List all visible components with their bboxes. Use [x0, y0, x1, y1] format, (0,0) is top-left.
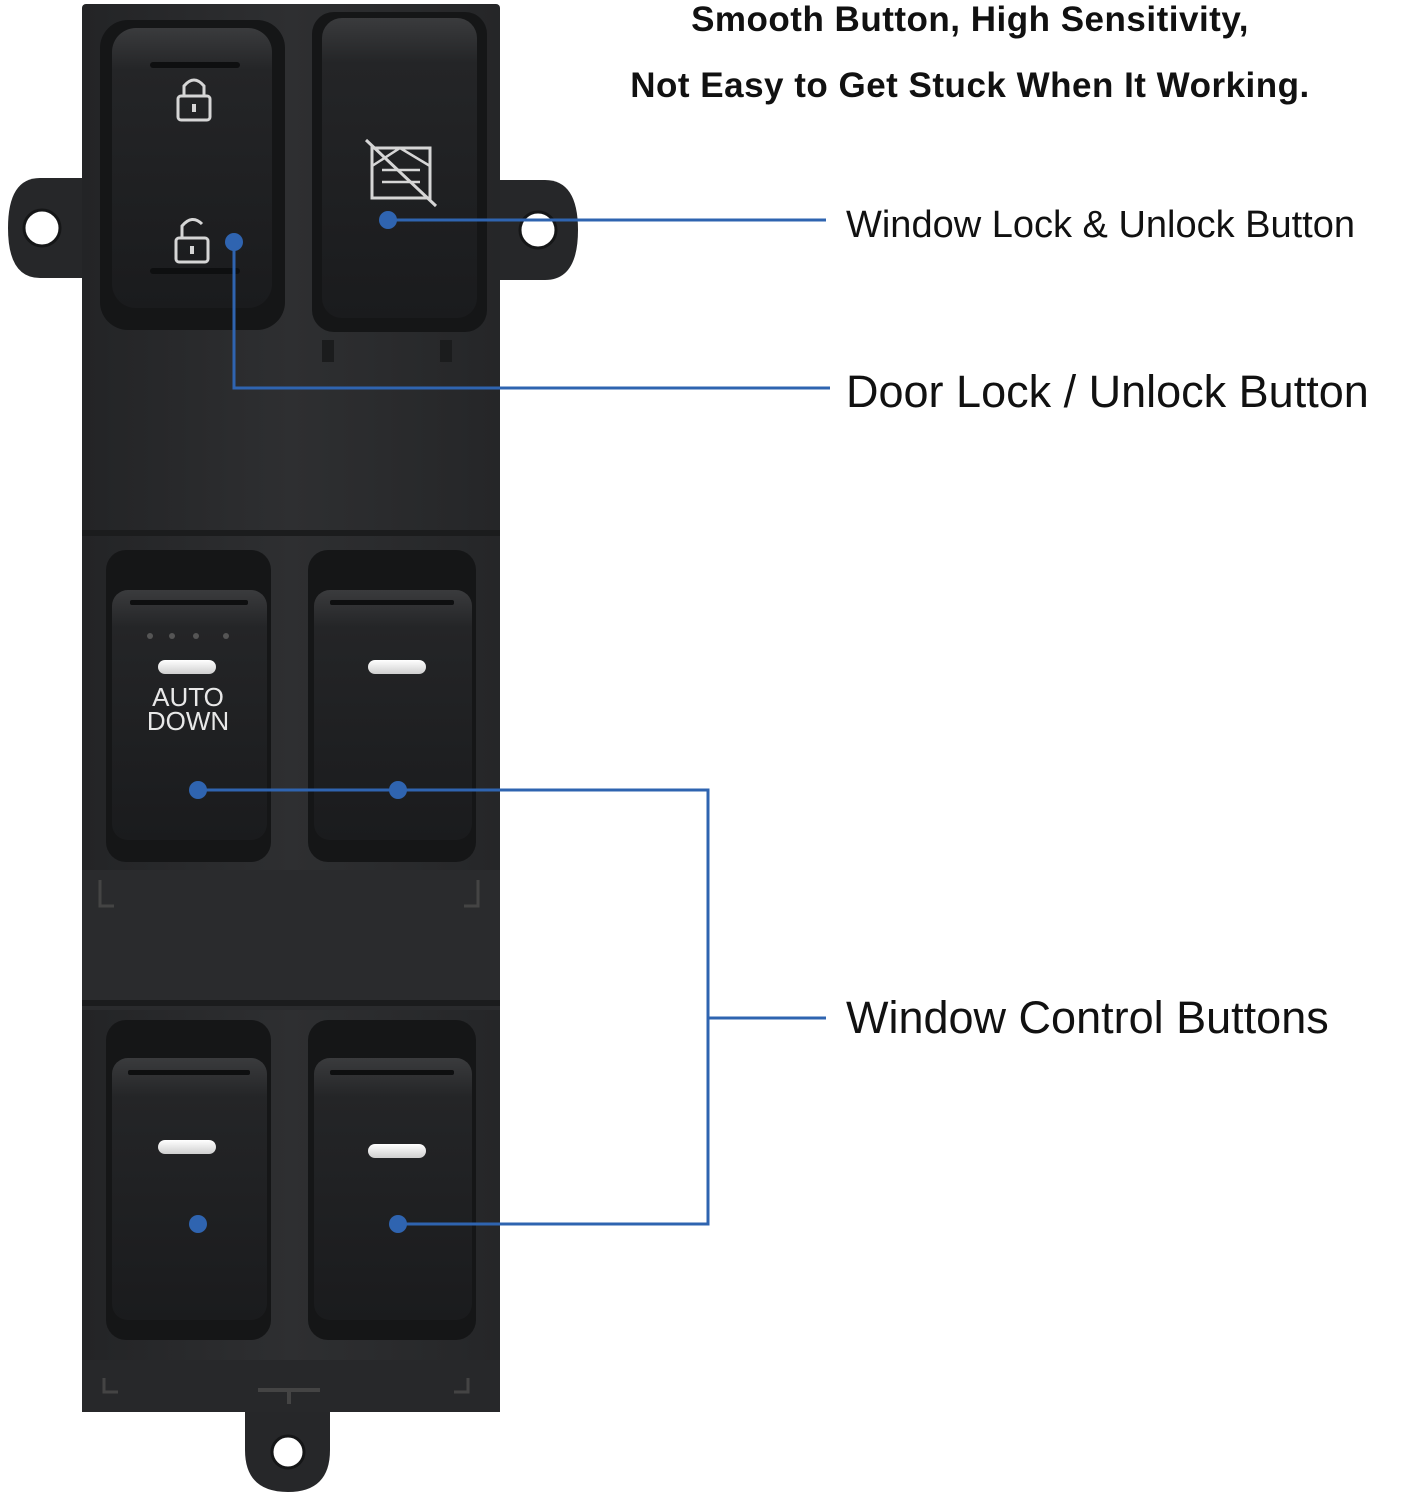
mounting-ear-left: [8, 178, 90, 278]
window-lock-icon: [364, 138, 438, 208]
callout-dots: [189, 211, 407, 1233]
callout-window-control-label: Window Control Buttons: [846, 992, 1329, 1043]
window-lock-button[interactable]: [312, 12, 487, 362]
headline-line-2: Not Easy to Get Stuck When It Working.: [630, 66, 1310, 105]
mounting-ear-right: [495, 180, 578, 280]
indicator-lamp: [158, 660, 216, 674]
callout-window-lock-label: Window Lock & Unlock Button: [846, 204, 1356, 246]
window-button-front-right[interactable]: [308, 550, 476, 862]
auto-down-label-line-2: DOWN: [147, 706, 229, 736]
lock-closed-icon: [176, 78, 212, 122]
indicator-lamp: [158, 1140, 216, 1154]
door-lock-button[interactable]: [100, 20, 285, 330]
callout-leader-lines: [198, 218, 830, 1226]
window-button-rear-right[interactable]: [308, 1020, 476, 1340]
headline-line-1: Smooth Button, High Sensitivity,: [691, 0, 1249, 39]
leader-window-control: [198, 788, 826, 1226]
auto-down-label-line-1: AUTO: [152, 682, 224, 712]
callout-door-lock-label: Door Lock / Unlock Button: [846, 366, 1369, 417]
indicator-lamp: [368, 1144, 426, 1158]
lock-open-icon: [174, 218, 210, 264]
indicator-lamp: [368, 660, 426, 674]
mounting-ear-bottom: [245, 1400, 330, 1492]
window-button-rear-left[interactable]: [106, 1020, 271, 1340]
leader-door-lock: [232, 242, 830, 390]
window-button-front-left[interactable]: AUTO DOWN: [106, 550, 271, 862]
